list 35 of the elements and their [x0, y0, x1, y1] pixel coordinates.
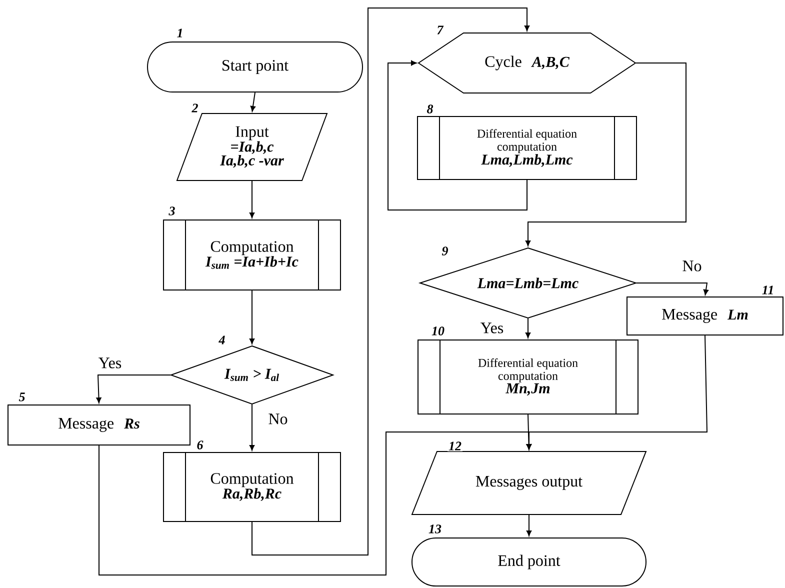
arrow — [249, 404, 255, 451]
process-box: Computation I$_{sum}$ =Ia+Ib+Ic — [163, 220, 341, 290]
block-number: 4 — [218, 334, 226, 346]
arrow — [526, 514, 532, 536]
edge-label: Yes — [97, 356, 123, 370]
block-number: 8 — [426, 104, 434, 114]
edge-label: No — [681, 260, 703, 272]
arrow — [252, 8, 530, 556]
arrow — [98, 432, 532, 576]
block-number: 6 — [196, 440, 204, 450]
block-number: 2 — [190, 102, 200, 114]
message-box: Message Lm — [626, 296, 784, 336]
block-number: 7 — [436, 24, 444, 36]
process-box: Computation Ra,Rb,Rc — [163, 452, 341, 522]
block-number: 1 — [176, 28, 184, 38]
block-number: 12 — [448, 440, 462, 452]
block-number: 9 — [440, 246, 450, 256]
arrow — [96, 374, 171, 404]
arrow — [249, 290, 255, 344]
block-number: 13 — [428, 524, 442, 534]
arrow — [388, 60, 528, 210]
arrow — [250, 92, 256, 112]
arrow — [636, 282, 708, 296]
arrow — [249, 180, 255, 218]
block-number: 11 — [760, 284, 776, 296]
block-number: 10 — [430, 326, 446, 336]
arrow — [525, 62, 686, 246]
process-box: Differential equation computation Lma,Lmb,Lmc — [417, 116, 637, 180]
message-box: Message Rs — [8, 404, 190, 446]
edge-label: Yes — [479, 322, 505, 334]
arrow — [525, 318, 531, 338]
process-box: Differential equation computation Mn,Jm — [418, 340, 638, 414]
block-number: 3 — [168, 206, 176, 216]
edge-label: No — [267, 412, 289, 426]
block-number: 5 — [18, 392, 26, 402]
